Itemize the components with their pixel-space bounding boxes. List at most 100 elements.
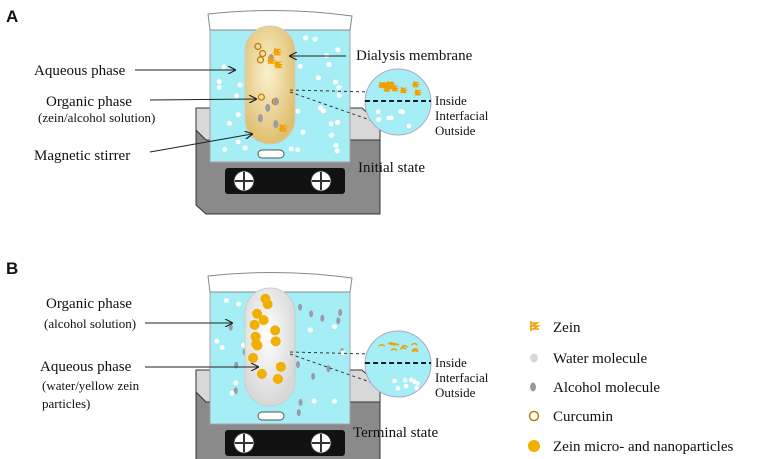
zein	[398, 87, 409, 94]
stir-bar	[257, 149, 285, 159]
aqueous-phase-label-b: Aqueous phase	[40, 359, 132, 375]
zoom-lines	[289, 89, 371, 121]
water-molecule	[229, 390, 235, 396]
organic-detail-label: (zein/alcohol solution)	[38, 110, 155, 125]
knob-mark	[235, 434, 253, 452]
stir-bar	[257, 411, 285, 421]
water-molecule	[414, 385, 419, 391]
zoom-circle	[364, 68, 432, 136]
alcohol-molecule-icon	[530, 382, 536, 392]
legend-nanoparticles: Zein micro- and nanoparticles	[553, 439, 734, 455]
knob-mark	[235, 172, 253, 190]
aqueous-phase-label: Aqueous phase	[34, 63, 126, 79]
water-molecule	[235, 112, 241, 118]
legend-alcohol: Alcohol molecule	[553, 380, 660, 396]
nanoparticle	[270, 336, 281, 347]
zein	[413, 89, 423, 96]
organic-arrow	[149, 99, 256, 100]
beaker-rim	[207, 271, 353, 293]
water-molecule	[392, 378, 397, 384]
water-molecule	[395, 386, 401, 391]
water-molecule	[216, 79, 222, 85]
outside-label-b: Outside	[435, 385, 476, 400]
water-molecule	[375, 109, 381, 115]
water-molecule	[335, 119, 341, 125]
water-molecule	[312, 36, 318, 42]
water-molecule	[219, 344, 225, 350]
water-molecule	[415, 381, 420, 386]
zein	[266, 56, 277, 64]
alcohol-molecule	[273, 97, 279, 106]
outside-label-a: Outside	[435, 123, 476, 138]
water-molecule	[403, 383, 409, 389]
water-molecule	[233, 380, 239, 386]
water-molecule	[311, 398, 317, 404]
zein-fragment	[401, 344, 409, 348]
water-molecule	[216, 84, 222, 90]
nanoparticle	[249, 319, 260, 330]
water-molecule	[398, 109, 403, 114]
water-molecule	[226, 121, 232, 127]
legend: Zein Water molecule Alcohol molecule Cur…	[528, 320, 734, 455]
zein-fragment	[392, 343, 400, 347]
initial-state-label: Initial state	[358, 160, 425, 176]
alcohol-molecule	[309, 310, 314, 318]
aqueous-detail-1: (water/yellow zein	[42, 378, 140, 393]
alcohol-molecule	[295, 361, 300, 369]
organic-phase-label-b: Organic phase	[46, 296, 132, 312]
inside-label-a: Inside	[435, 93, 467, 108]
inside-label-b: Inside	[435, 355, 467, 370]
water-molecule	[307, 327, 313, 333]
curcumin-icon	[528, 410, 540, 422]
zein-fragment	[399, 347, 407, 350]
interfacial-label-a: Interfacial	[435, 108, 489, 123]
alcohol-molecule	[298, 398, 303, 406]
nanoparticle	[258, 315, 269, 326]
water-molecule	[328, 132, 334, 138]
zein	[377, 82, 387, 88]
nanoparticle	[260, 293, 271, 304]
zein-fragment	[411, 348, 419, 351]
alcohol-molecule	[265, 103, 271, 112]
nanoparticle	[250, 331, 261, 342]
nanoparticle	[248, 352, 259, 363]
beaker-rim	[207, 9, 353, 31]
knob-mark	[312, 172, 330, 190]
nanoparticle	[275, 361, 286, 372]
water-molecule	[317, 105, 323, 111]
organic-phase-label: Organic phase	[46, 94, 132, 110]
water-molecule	[214, 338, 220, 344]
aqueous-detail-2: particles)	[42, 396, 90, 411]
knob-mark	[312, 434, 330, 452]
water-molecule	[302, 35, 308, 41]
water-molecule	[300, 129, 306, 135]
water-molecule	[295, 108, 301, 114]
alcohol-molecule	[311, 372, 316, 380]
zein	[277, 124, 289, 132]
magnetic-stirrer-label: Magnetic stirrer	[34, 148, 130, 164]
curcumin	[258, 49, 267, 58]
zein	[272, 48, 283, 56]
water-molecule	[340, 350, 346, 356]
panel-a-setup	[195, 9, 432, 215]
water-molecule	[332, 79, 338, 85]
water-molecule	[222, 147, 228, 153]
interfacial-label-b: Interfacial	[435, 370, 489, 385]
water-molecule	[236, 301, 242, 307]
legend-zein: Zein	[553, 320, 581, 336]
alcohol-molecule	[298, 303, 303, 311]
zein-fragment	[390, 348, 398, 352]
water-molecule	[336, 85, 342, 91]
zein-fragment	[411, 349, 419, 353]
legend-curcumin: Curcumin	[553, 409, 613, 425]
water-molecule	[237, 82, 243, 88]
water-molecule	[376, 117, 381, 122]
nanoparticle-icon	[528, 440, 540, 452]
water-molecule	[233, 93, 239, 99]
water-molecule	[333, 142, 339, 148]
zein-fragment	[378, 343, 386, 347]
water-molecule	[324, 52, 330, 58]
water-molecule	[335, 47, 341, 53]
